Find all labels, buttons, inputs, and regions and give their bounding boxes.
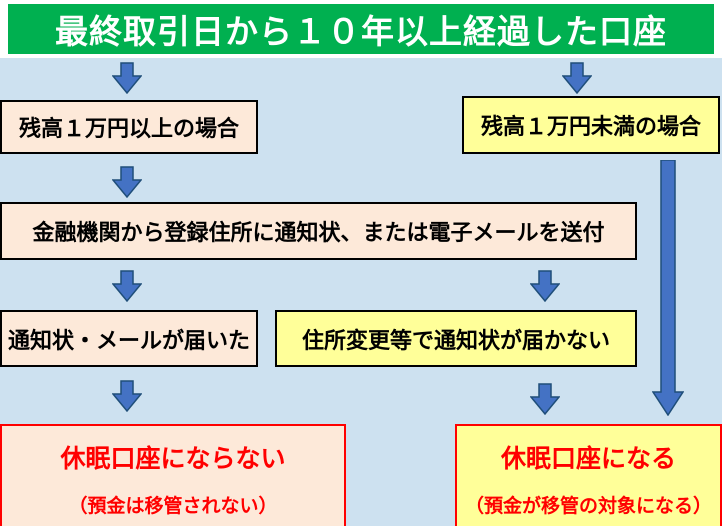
down-arrow-icon [112,166,142,198]
box-result-not-dormant: 休眠口座にならない （預金は移管されない） [0,424,346,526]
result-dormant-title: 休眠口座になる [500,445,676,473]
long-down-arrow-icon [652,160,684,416]
down-arrow-icon [112,270,142,302]
box-notice-received-label: 通知状・メールが届いた [7,327,250,353]
box-notice-sent-label: 金融機関から登録住所に通知状、または電子メールを送付 [32,220,605,245]
box-notice-sent: 金融機関から登録住所に通知状、または電子メールを送付 [0,202,637,260]
box-balance-under: 残高１万円未満の場合 [462,96,720,154]
box-notice-not-received: 住所変更等で通知状が届かない [275,310,637,367]
box-notice-not-received-label: 住所変更等で通知状が届かない [301,327,610,353]
box-result-dormant: 休眠口座になる （預金が移管の対象になる） [455,424,722,526]
result-not-dormant-title: 休眠口座にならない [60,445,286,473]
down-arrow-icon [530,270,560,302]
page-title: 最終取引日から１０年以上経過した口座 [8,4,714,54]
down-arrow-icon [530,383,560,415]
down-arrow-icon [112,380,142,412]
result-not-dormant-subtitle: （預金は移管されない） [68,496,278,517]
down-arrow-icon [112,62,142,94]
box-balance-under-label: 残高１万円未満の場合 [480,114,701,139]
box-balance-over: 残高１万円以上の場合 [0,100,258,154]
box-balance-over-label: 残高１万円以上の場合 [18,116,239,141]
result-dormant-subtitle: （預金が移管の対象になる） [464,496,712,517]
box-notice-received: 通知状・メールが届いた [0,310,258,367]
down-arrow-icon [562,62,592,94]
